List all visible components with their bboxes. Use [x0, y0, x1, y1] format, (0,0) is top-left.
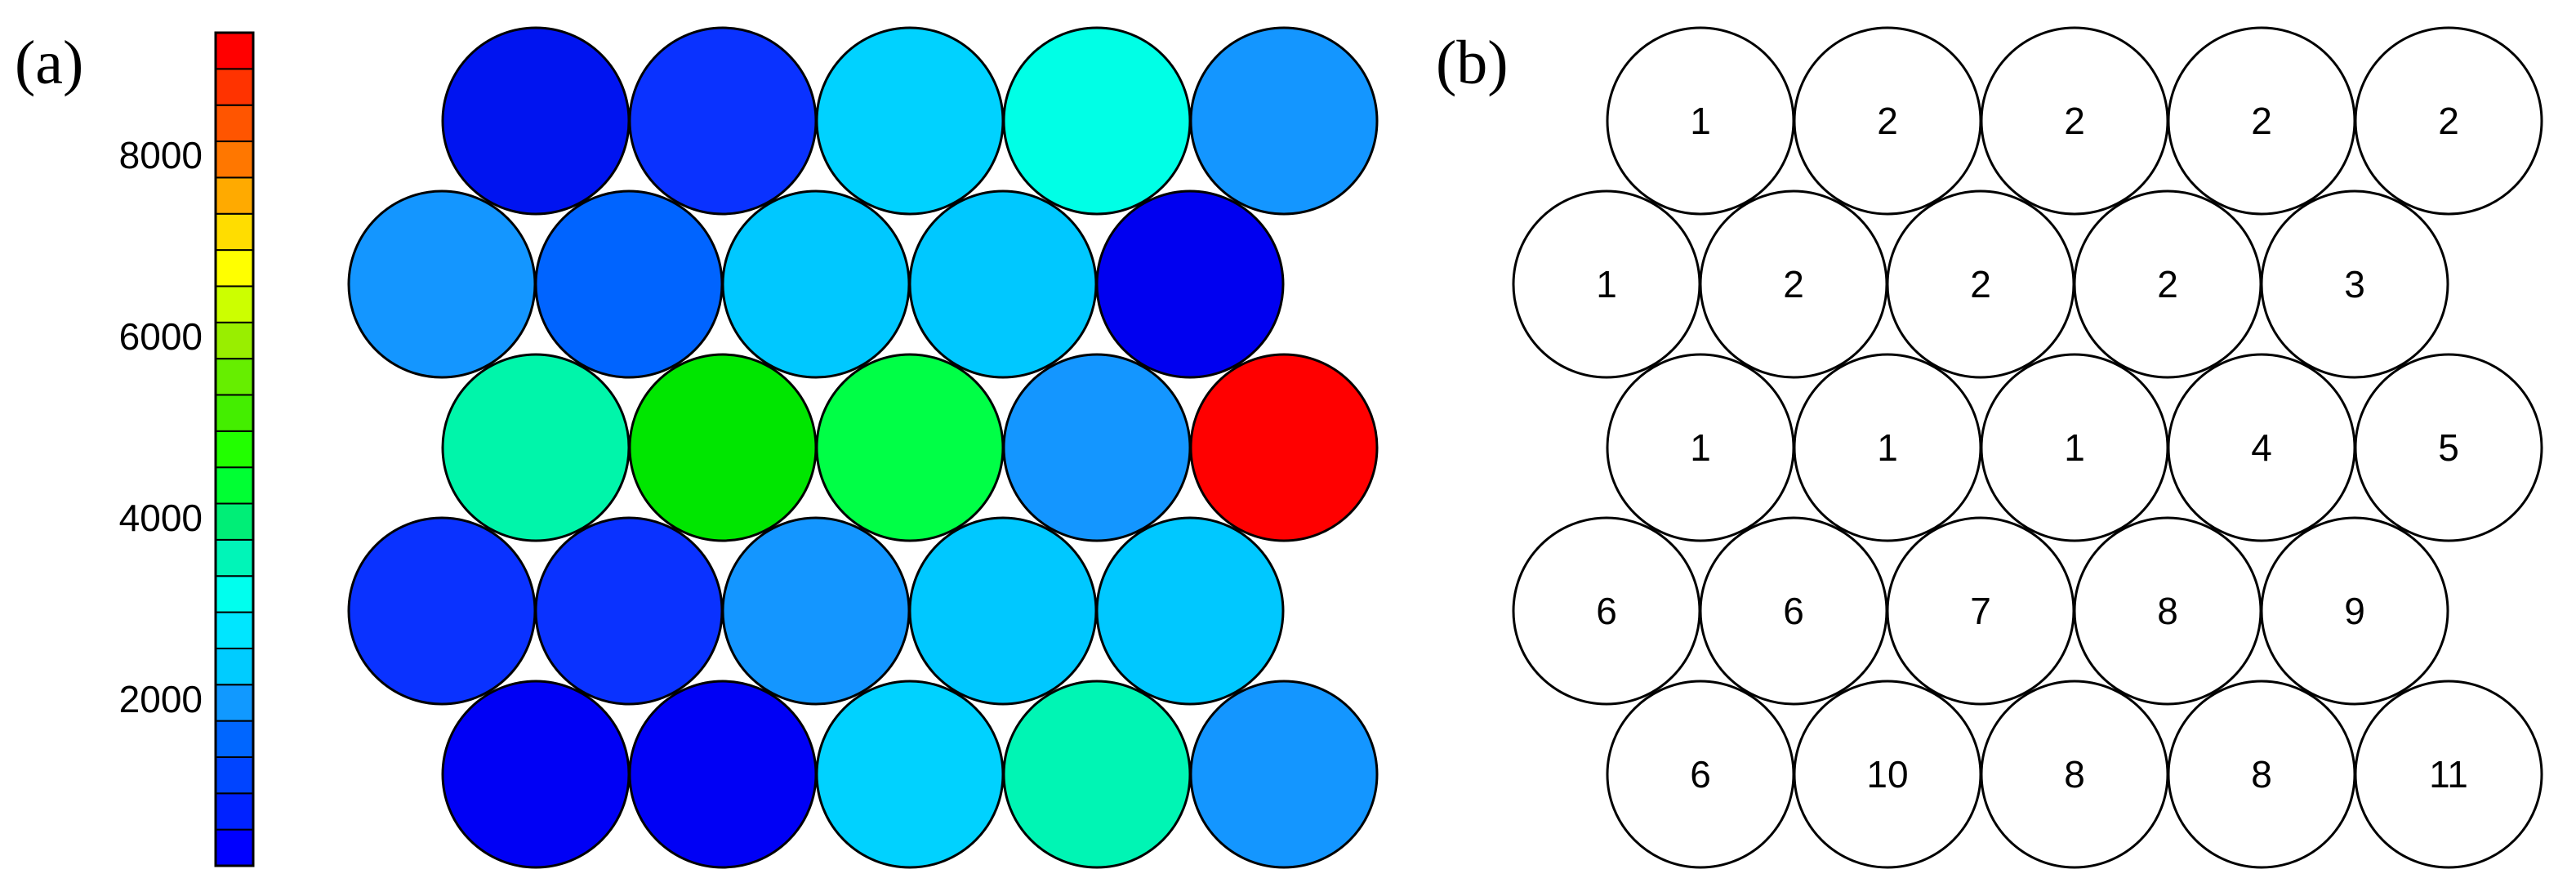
colorbar-cell [215, 249, 254, 288]
panel-a-circle [441, 26, 631, 216]
panel-a-circle [1189, 26, 1379, 216]
panel-b-cell-label: 1 [1690, 100, 1711, 142]
panel-a-circle [534, 189, 724, 379]
panel-a-circle [1095, 516, 1285, 706]
panel-b-cell-label: 6 [1690, 753, 1711, 796]
panel-a-circle [1189, 353, 1379, 542]
panel-b-cell-label: 2 [2157, 263, 2178, 305]
colorbar [214, 31, 255, 867]
panel-b-cell-label: 2 [2064, 100, 2085, 142]
panel-b-cell-label: 2 [1970, 263, 1991, 305]
panel-a-circle [908, 516, 1098, 706]
panel-b-cell-label: 4 [2251, 426, 2272, 469]
panel-a-circle [1002, 680, 1192, 869]
panel-b-cell-label: 10 [1866, 753, 1908, 796]
panel-b-cell-label: 5 [2438, 426, 2459, 469]
panel-b-cell-label: 8 [2157, 590, 2178, 632]
colorbar-cell [215, 358, 254, 396]
panel-a-circle [908, 189, 1098, 379]
panel-a-circle [815, 26, 1005, 216]
panel-b-circle [2354, 26, 2543, 216]
colorbar-tick-label: 8000 [119, 134, 203, 176]
panel-b-circle [2354, 680, 2543, 869]
panel-b-cell-label: 2 [1783, 263, 1804, 305]
panel-a-circle [1002, 353, 1192, 542]
panel-a-label: (a) [15, 29, 83, 97]
panel-b-cell-label: 3 [2344, 263, 2365, 305]
colorbar-cell [215, 756, 254, 795]
panel-a-circle [1002, 26, 1192, 216]
panel-b-circle [2260, 516, 2449, 706]
panel-b-cell-label: 6 [1783, 590, 1804, 632]
panel-a-circle [815, 680, 1005, 869]
panel-b-cell-label: 2 [2251, 100, 2272, 142]
colorbar-cell [215, 32, 254, 70]
panel-a-circle [1095, 189, 1285, 379]
colorbar-ticks: 2000 4000 6000 8000 [119, 134, 203, 720]
panel-b-cell-label: 1 [1877, 426, 1898, 469]
colorbar-cell [215, 502, 254, 541]
colorbar-cell [215, 684, 254, 722]
colorbar-cell [215, 140, 254, 179]
panel-a-circle [721, 516, 911, 706]
panel-b-cell-label: 1 [1690, 426, 1711, 469]
panel-b-cell-label: 2 [2438, 100, 2459, 142]
colorbar-cell [215, 212, 254, 252]
colorbar-cell [215, 394, 254, 432]
panel-b-label: (b) [1436, 29, 1509, 97]
panel-b-cell-label: 9 [2344, 590, 2365, 632]
panel-a-circle [441, 680, 631, 869]
panel-a-circle-grid [347, 26, 1379, 869]
colorbar-cell [215, 538, 254, 577]
colorbar-cell [215, 285, 254, 323]
panel-a-circle [347, 516, 537, 706]
colorbar-cell [215, 647, 254, 686]
colorbar-cell [215, 611, 254, 649]
colorbar-cell [215, 176, 254, 215]
panel-a-circle [721, 189, 911, 379]
panel-b-circle [2260, 189, 2449, 379]
panel-b-cell-label: 8 [2251, 753, 2272, 796]
colorbar-cell [215, 321, 254, 360]
colorbar-tick-label: 6000 [119, 315, 203, 358]
panel-a-circle [628, 353, 818, 542]
panel-a-circle [1189, 680, 1379, 869]
colorbar-cell [215, 575, 254, 613]
colorbar-tick-label: 2000 [119, 678, 203, 720]
colorbar-cell [215, 720, 254, 758]
colorbar-cell [215, 68, 254, 106]
colorbar-cell [215, 466, 254, 505]
panel-a-circle [815, 353, 1005, 542]
panel-a-circle [628, 680, 818, 869]
colorbar-tick-label: 4000 [119, 497, 203, 539]
panel-a-circle [347, 189, 537, 379]
colorbar-frame [214, 31, 255, 867]
panel-b-cell-label: 8 [2064, 753, 2085, 796]
colorbar-cell [215, 430, 254, 469]
panel-b-cell-label: 6 [1596, 590, 1617, 632]
panel-a-circle [628, 26, 818, 216]
panel-b-cell-label: 1 [1596, 263, 1617, 305]
panel-b-cell-label: 7 [1970, 590, 1991, 632]
panel-a-circle [534, 516, 724, 706]
colorbar-cell [215, 828, 254, 867]
panel-a-circle [441, 353, 631, 542]
panel-b-cell-label: 2 [1877, 100, 1898, 142]
panel-b-cell-label: 1 [2064, 426, 2085, 469]
panel-b-circle [2354, 353, 2543, 542]
colorbar-cell [215, 104, 254, 143]
colorbar-cell [215, 792, 254, 831]
panel-b-cell-label: 11 [2429, 753, 2468, 796]
